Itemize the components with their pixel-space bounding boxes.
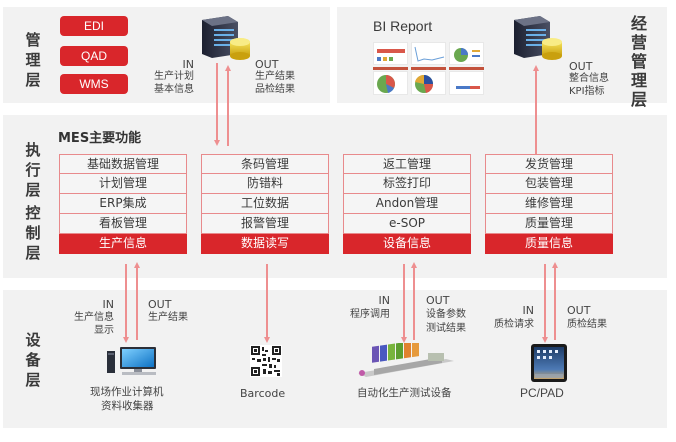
arrow-up-pad-to-mes	[554, 267, 556, 340]
mes-function-item[interactable]: 基础数据管理	[59, 154, 187, 174]
mes-function-highlight[interactable]: 数据读写	[201, 234, 329, 254]
mes-function-item[interactable]: 返工管理	[343, 154, 471, 174]
mgmt-out-label: OUT	[255, 58, 279, 71]
mes-column-4: 发货管理 包装管理 维修管理 质量管理 质量信息	[485, 154, 613, 254]
mes-function-highlight[interactable]: 质量信息	[485, 234, 613, 254]
system-wms-badge: WMS	[60, 74, 128, 94]
qr-code-icon	[250, 345, 282, 377]
arrow-head-icon	[552, 262, 558, 268]
mgmt-out-line-2: 品检结果	[255, 84, 295, 95]
mes-function-item[interactable]: 报警管理	[201, 214, 329, 234]
bi-report-thumbnails	[373, 42, 485, 96]
mes-function-item[interactable]: 标签打印	[343, 174, 471, 194]
system-edi-badge: EDI	[60, 16, 128, 36]
automation-name: 自动化生产测试设备	[357, 387, 452, 399]
mgmt-in-label: IN	[182, 58, 194, 71]
mes-column-1: 基础数据管理 计划管理 ERP集成 看板管理 生产信息	[59, 154, 187, 254]
mgmt-in-line-2: 基本信息	[154, 84, 194, 95]
bi-thumb-pie-chart-3	[411, 71, 446, 95]
automation-in-line-1: 程序调用	[350, 309, 390, 320]
management-layer-panel	[3, 7, 330, 103]
mes-function-item[interactable]: 发货管理	[485, 154, 613, 174]
terminal-out-label: OUT	[148, 298, 172, 311]
arrow-down-mes-to-terminal	[125, 264, 127, 340]
server-database-icon	[202, 16, 250, 60]
bi-report-title: BI Report	[373, 18, 433, 34]
bi-thumb-pie-chart	[449, 42, 484, 65]
mgmt-out-line-1: 生产结果	[255, 71, 295, 82]
terminal-name-line-2: 资料收集器	[101, 400, 154, 412]
terminal-name-line-1: 现场作业计算机	[90, 386, 164, 398]
arrow-head-icon	[542, 337, 548, 343]
pad-label: PC/PAD	[520, 386, 564, 400]
arrow-head-icon	[123, 337, 129, 343]
arrow-up-mes-to-mgmt	[227, 70, 229, 146]
terminal-in-line-2: 显示	[94, 325, 114, 336]
pad-out-label: OUT	[567, 304, 591, 317]
pad-out-line-1: 质检结果	[567, 319, 607, 330]
mes-function-item[interactable]: 包装管理	[485, 174, 613, 194]
bi-thumb-line-chart	[411, 42, 446, 65]
mes-function-item[interactable]: 质量管理	[485, 214, 613, 234]
terminal-out-line-1: 生产结果	[148, 312, 188, 323]
device-layer-label: 设备层	[25, 331, 41, 389]
bi-out-line-2: KPI指标	[569, 86, 605, 97]
arrow-down-mgmt-to-mes	[216, 63, 218, 141]
mes-function-highlight[interactable]: 生产信息	[59, 234, 187, 254]
desktop-computer-icon	[107, 347, 156, 375]
mes-function-item[interactable]: 防错料	[201, 174, 329, 194]
control-layer-label: 控制层	[25, 204, 41, 262]
mgmt-in-line-1: 生产计划	[154, 71, 194, 82]
arrow-up-automation-to-mes	[413, 267, 415, 340]
automation-out-line-2: 测试结果	[426, 323, 466, 334]
mes-title: MES主要功能	[58, 131, 142, 146]
terminal-in-line-1: 生产信息	[74, 312, 114, 323]
arrow-head-icon	[134, 262, 140, 268]
bi-out-line-1: 整合信息	[569, 73, 609, 84]
barcode-label: Barcode	[240, 387, 286, 400]
management-layer-label: 管理层	[25, 31, 41, 89]
mes-function-item[interactable]: Andon管理	[343, 194, 471, 214]
business-management-layer-label: 经营管理层	[630, 14, 647, 109]
automation-out-line-1: 设备参数	[426, 309, 466, 320]
automation-out-label: OUT	[426, 294, 450, 307]
pad-in-line-1: 质检请求	[494, 319, 534, 330]
bi-thumb-progress	[449, 71, 484, 95]
arrow-head-icon	[411, 262, 417, 268]
automation-in-label: IN	[378, 294, 390, 307]
mes-function-item[interactable]: 条码管理	[201, 154, 329, 174]
arrow-down-mes-to-automation	[403, 264, 405, 340]
terminal-in-label: IN	[102, 298, 114, 311]
mes-function-highlight[interactable]: 设备信息	[343, 234, 471, 254]
mes-function-item[interactable]: 维修管理	[485, 194, 613, 214]
production-line-icon	[358, 343, 454, 377]
mes-function-item[interactable]: ERP集成	[59, 194, 187, 214]
server-database-icon	[514, 16, 562, 60]
arrow-down-mes-to-pad	[544, 264, 546, 340]
pad-in-label: IN	[522, 304, 534, 317]
arrow-up-terminal-to-mes	[136, 267, 138, 340]
mes-function-item[interactable]: e-SOP	[343, 214, 471, 234]
arrow-head-icon	[533, 65, 539, 71]
mes-column-2: 条码管理 防错料 工位数据 报警管理 数据读写	[201, 154, 329, 254]
bi-thumb-pie-chart-2	[373, 71, 408, 95]
bi-out-label: OUT	[569, 60, 593, 73]
arrow-up-mes-to-bi	[535, 70, 537, 154]
mes-function-item[interactable]: 工位数据	[201, 194, 329, 214]
arrow-head-icon	[401, 337, 407, 343]
tablet-icon	[531, 344, 567, 382]
arrow-down-mes-to-barcode	[266, 264, 268, 340]
mes-column-3: 返工管理 标签打印 Andon管理 e-SOP 设备信息	[343, 154, 471, 254]
mes-function-item[interactable]: 计划管理	[59, 174, 187, 194]
execution-layer-label: 执行层	[25, 141, 41, 199]
bi-thumb-bar-chart	[373, 42, 408, 65]
arrow-head-icon	[225, 65, 231, 71]
system-qad-badge: QAD	[60, 46, 128, 66]
arrow-head-icon	[264, 337, 270, 343]
arrow-head-icon	[214, 140, 220, 146]
mes-function-item[interactable]: 看板管理	[59, 214, 187, 234]
